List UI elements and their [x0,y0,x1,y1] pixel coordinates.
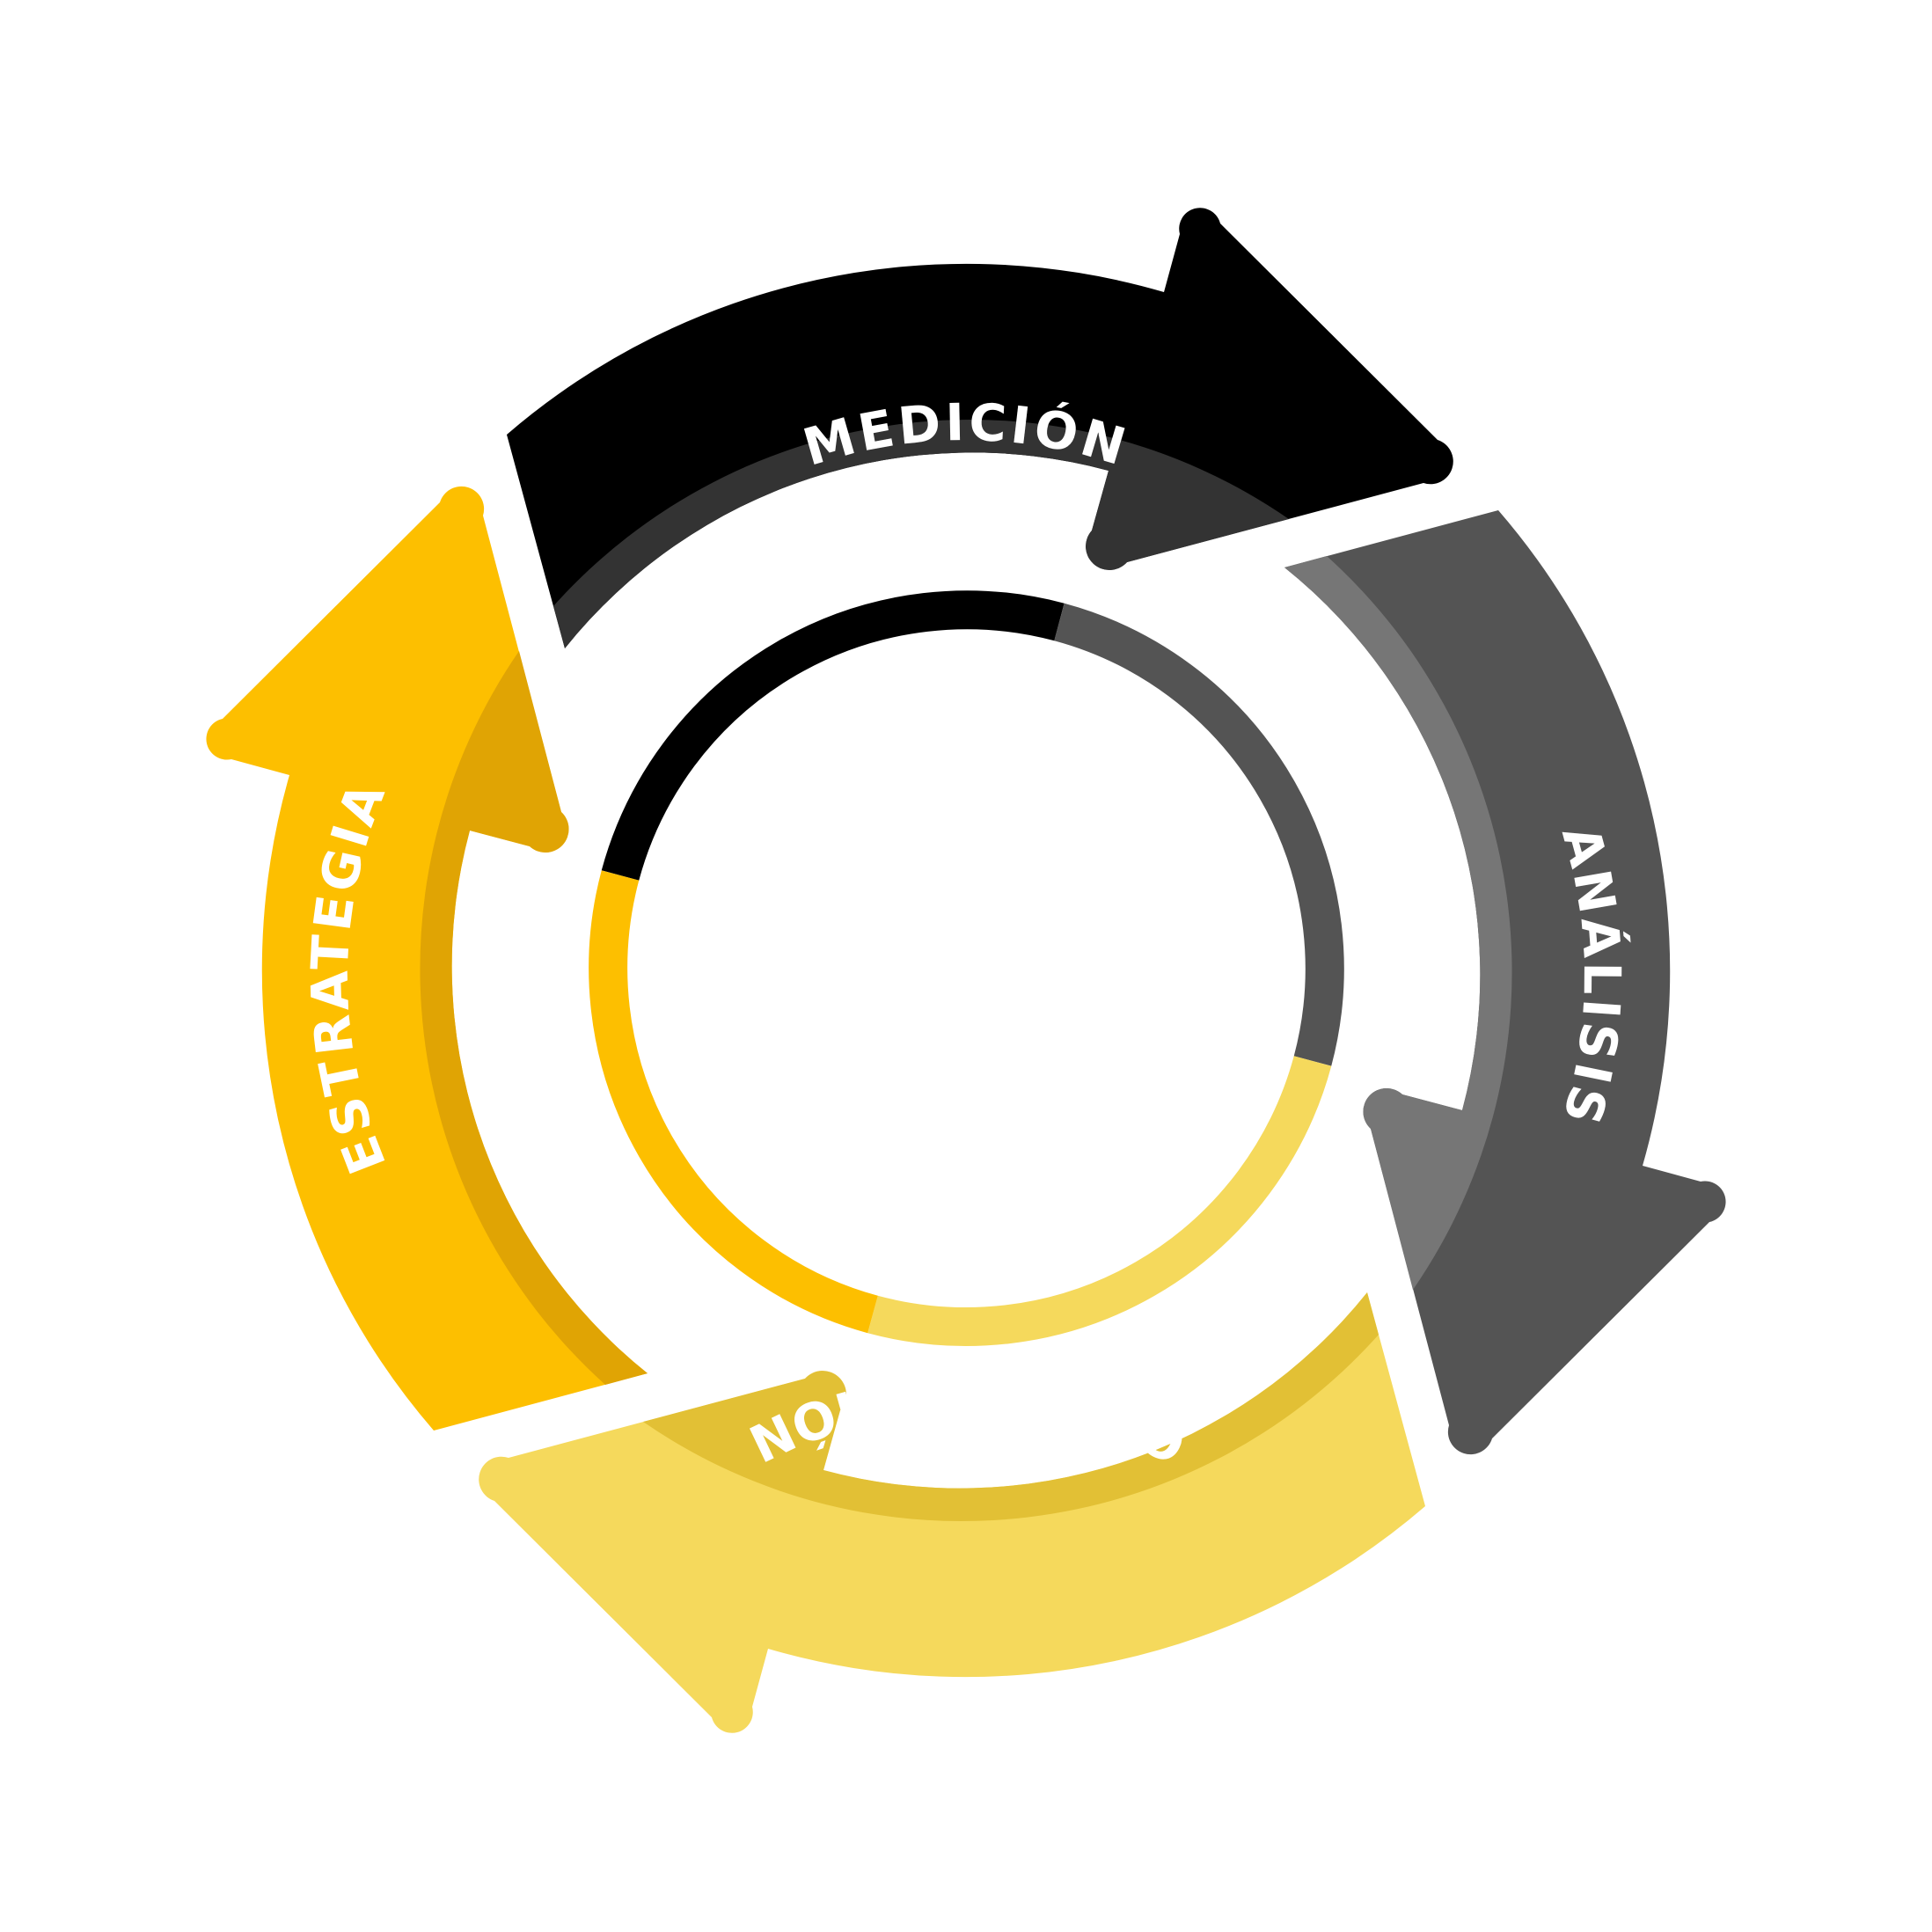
arrow-estrategia-inner-band [420,651,648,1385]
center-ring-segment-medicion [601,590,1065,881]
center-ring-segment-estrategia [589,870,878,1334]
center-ring-segment-analisis [1054,603,1344,1066]
arrow-analisis [1284,510,1726,1455]
center-ring [589,590,1344,1346]
arrow-medicion-inner-band [553,419,1289,648]
arrow-estrategia [206,486,648,1431]
arrow-medicion [507,208,1453,648]
arrow-optimizacion [479,1292,1425,1733]
arrow-optimizacion-inner-band [643,1292,1379,1522]
center-ring-segment-optimizacion [867,1056,1332,1346]
arrow-analisis-inner-band [1284,556,1512,1290]
